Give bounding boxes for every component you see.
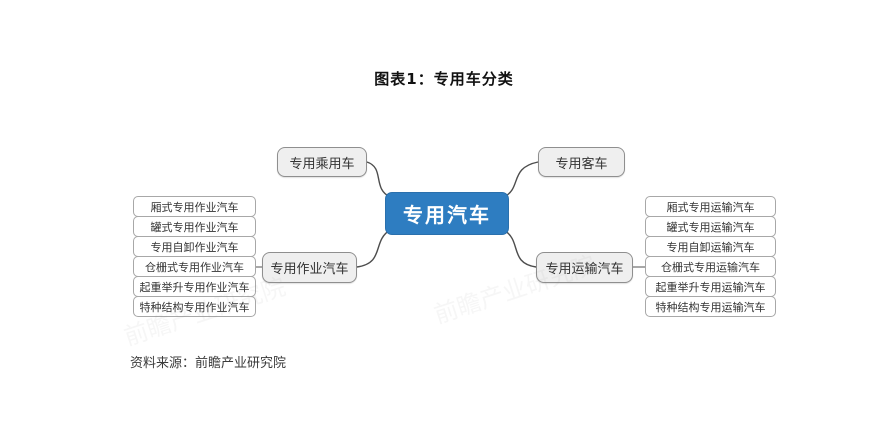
leaf-item: 罐式专用运输汽车 [645,216,776,237]
node-bus: 专用客车 [538,147,625,177]
leaf-item: 特种结构专用作业汽车 [133,296,256,317]
leaf-item: 仓栅式专用作业汽车 [133,256,256,277]
leaf-item: 起重举升专用作业汽车 [133,276,256,297]
leaf-item: 专用自卸作业汽车 [133,236,256,257]
work-vehicle-leaf-list: 厢式专用作业汽车 罐式专用作业汽车 专用自卸作业汽车 仓栅式专用作业汽车 起重举… [133,196,256,317]
leaf-item: 专用自卸运输汽车 [645,236,776,257]
leaf-item: 罐式专用作业汽车 [133,216,256,237]
leaf-item: 厢式专用运输汽车 [645,196,776,217]
leaf-item: 特种结构专用运输汽车 [645,296,776,317]
node-transport-vehicle: 专用运输汽车 [536,252,633,283]
chart-title: 图表1：专用车分类 [374,70,514,88]
leaf-item: 厢式专用作业汽车 [133,196,256,217]
transport-vehicle-leaf-list: 厢式专用运输汽车 罐式专用运输汽车 专用自卸运输汽车 仓栅式专用运输汽车 起重举… [645,196,776,317]
leaf-item: 起重举升专用运输汽车 [645,276,776,297]
leaf-item: 仓栅式专用运输汽车 [645,256,776,277]
node-passenger-car: 专用乘用车 [277,147,367,177]
source-note: 资料来源：前瞻产业研究院 [130,356,287,371]
node-work-vehicle: 专用作业汽车 [262,252,357,283]
root-node: 专用汽车 [385,192,509,235]
